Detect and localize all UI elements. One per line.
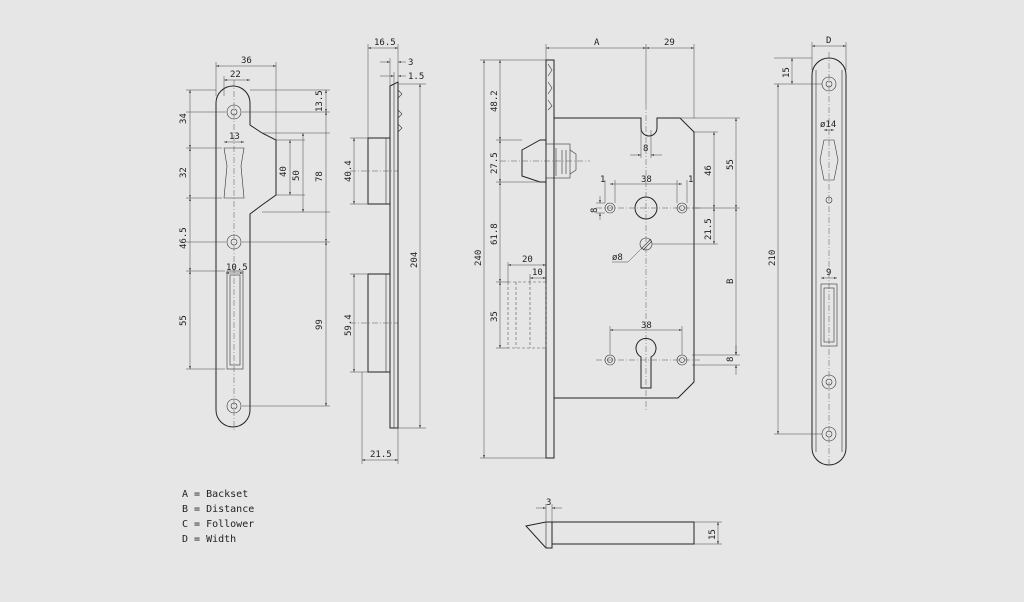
dim-15-strike: 15 xyxy=(782,67,792,78)
dim-40: 40 xyxy=(279,166,289,177)
dim-1-left: 1 xyxy=(600,175,605,185)
dim-34: 34 xyxy=(179,113,189,124)
dim-32: 32 xyxy=(179,167,189,178)
dim-a: A xyxy=(594,38,600,48)
dim-240: 240 xyxy=(474,250,484,266)
dim-40-4: 40.4 xyxy=(344,160,354,182)
dim-21-5: 21.5 xyxy=(370,450,392,460)
dim-36: 36 xyxy=(241,56,252,66)
dim-35: 35 xyxy=(490,311,500,322)
dim-59-4: 59.4 xyxy=(344,314,354,336)
legend-item-distance: B = Distance xyxy=(182,504,255,515)
dim-78: 78 xyxy=(315,171,325,182)
dim-210: 210 xyxy=(768,250,778,266)
dim-48-2: 48.2 xyxy=(490,90,500,112)
legend-item-width: D = Width xyxy=(182,534,237,545)
dim-d: D xyxy=(826,36,831,46)
dim-46-5: 46.5 xyxy=(179,227,189,249)
front-plate-view: 36 22 13 10.5 34 32 46.5 55 13.5 40 50 7… xyxy=(179,56,330,432)
dim-b: B xyxy=(726,279,736,284)
dim-55-body: 55 xyxy=(726,159,736,170)
dim-29: 29 xyxy=(664,38,675,48)
dim-8-left: 8 xyxy=(590,208,600,213)
strike-plate-view: D 15 210 ø14 9 xyxy=(768,36,847,466)
side-section-view: 16.5 3 1.5 40.4 59.4 204 21.5 xyxy=(344,38,426,464)
dim-13-5: 13.5 xyxy=(315,90,325,112)
dim-38-top: 38 xyxy=(641,175,652,185)
latch-bolt-view: 3 15 xyxy=(525,498,722,549)
legend-item-follower: C = Follower xyxy=(182,519,255,530)
dim-9: 9 xyxy=(826,268,831,278)
legend: A = Backset B = Distance C = Follower D … xyxy=(182,487,254,547)
dim-8-notch: 8 xyxy=(643,144,648,154)
dim-dia14: ø14 xyxy=(820,120,836,130)
dim-3: 3 xyxy=(408,58,413,68)
dim-61-8: 61.8 xyxy=(490,223,500,245)
dim-21-5-body: 21.5 xyxy=(704,218,714,240)
dim-3-latch: 3 xyxy=(546,498,551,508)
dim-50: 50 xyxy=(292,170,302,181)
dim-16-5: 16.5 xyxy=(374,38,396,48)
dim-10: 10 xyxy=(532,268,543,278)
dim-dia8: ø8 xyxy=(612,253,623,263)
legend-item-backset: A = Backset xyxy=(182,489,249,500)
dim-1-right: 1 xyxy=(688,175,693,185)
dim-27-5: 27.5 xyxy=(490,152,500,174)
dim-99: 99 xyxy=(315,319,325,330)
lock-body-view: A 29 8 240 48.2 27.5 61.8 35 20 10 xyxy=(474,38,740,459)
dim-38-bottom: 38 xyxy=(641,321,652,331)
dim-1-5: 1.5 xyxy=(408,72,424,82)
dim-13: 13 xyxy=(229,132,240,142)
dim-15-latch: 15 xyxy=(708,529,718,540)
dim-8-bottom: 8 xyxy=(726,357,736,362)
dim-204: 204 xyxy=(410,252,420,268)
dim-10-5: 10.5 xyxy=(226,263,248,273)
dim-20: 20 xyxy=(522,255,533,265)
dim-22: 22 xyxy=(230,70,241,80)
dim-55: 55 xyxy=(179,315,189,326)
dim-46: 46 xyxy=(704,165,714,176)
